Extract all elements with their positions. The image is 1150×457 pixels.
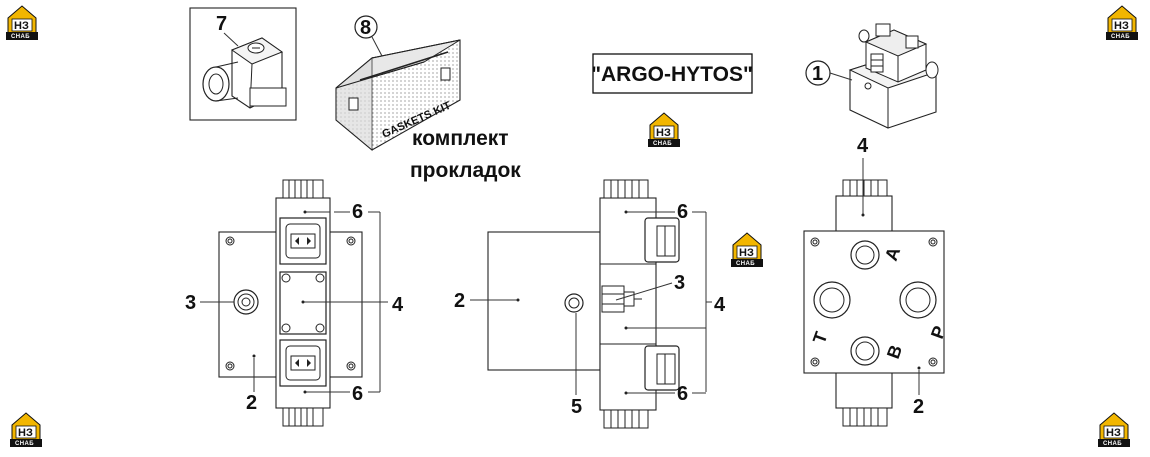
logo-sub-text: СНАБ — [11, 34, 30, 40]
port-label-a: A — [881, 244, 904, 263]
logo-sub-text: СНАБ — [1111, 34, 1130, 40]
callout-4-ports: 4 — [857, 135, 869, 157]
callout-3-side: 3 — [674, 272, 685, 294]
callout-4-front: 4 — [392, 294, 404, 316]
callout-8: 8 — [360, 17, 371, 39]
logo-mid-right: НЗ СНАБ — [730, 232, 764, 268]
kit-caption-line1: комплект — [412, 127, 509, 150]
part-1-valve-assembly: 1 — [805, 23, 939, 129]
callout-2-front: 2 — [246, 392, 257, 414]
callout-6-front-top: 6 — [352, 201, 363, 223]
logo-bottom-left: НЗ СНАБ — [9, 412, 43, 448]
logo-mark-text: НЗ — [1106, 427, 1121, 439]
logo-sub-text: СНАБ — [653, 141, 672, 147]
port-label-b: B — [883, 342, 906, 361]
brand-box: "ARGO-HYTOS" — [591, 53, 753, 94]
logo-mark-text: НЗ — [739, 247, 754, 259]
kit-caption-line2: прокладок — [410, 159, 521, 182]
logo-top-left: НЗ СНАБ — [5, 5, 39, 41]
callout-6-side-bottom: 6 — [677, 383, 688, 405]
callout-4-side: 4 — [714, 294, 726, 316]
logo-mark-text: НЗ — [1114, 20, 1129, 32]
view-ports: A B P T 4 2 — [803, 135, 950, 427]
view-front: 3 4 6 6 2 — [185, 179, 404, 427]
callout-6-side-top: 6 — [677, 201, 688, 223]
callout-6-front-bottom: 6 — [352, 383, 363, 405]
part-8-gaskets-kit: GASKETS KIT 8 — [335, 15, 461, 152]
callout-3-front: 3 — [185, 292, 196, 314]
callout-7: 7 — [216, 13, 227, 35]
part-7-connector: 7 — [189, 7, 297, 121]
logo-mark-text: НЗ — [14, 20, 29, 32]
logo-sub-text: СНАБ — [1103, 441, 1122, 447]
logo-sub-text: СНАБ — [736, 261, 755, 267]
callout-2-ports: 2 — [913, 396, 924, 418]
logo-mark-text: НЗ — [18, 427, 33, 439]
logo-sub-text: СНАБ — [15, 441, 34, 447]
callout-5-side: 5 — [571, 396, 582, 418]
callout-2-side: 2 — [454, 290, 465, 312]
brand-title: "ARGO-HYTOS" — [591, 63, 753, 86]
logo-mark-text: НЗ — [656, 127, 671, 139]
view-side: 2 3 4 6 6 5 — [454, 179, 726, 429]
logo-center: НЗ СНАБ — [647, 112, 681, 148]
logo-bottom-right: НЗ СНАБ — [1097, 412, 1131, 448]
callout-1: 1 — [812, 63, 823, 85]
logo-top-right: НЗ СНАБ — [1105, 5, 1139, 41]
